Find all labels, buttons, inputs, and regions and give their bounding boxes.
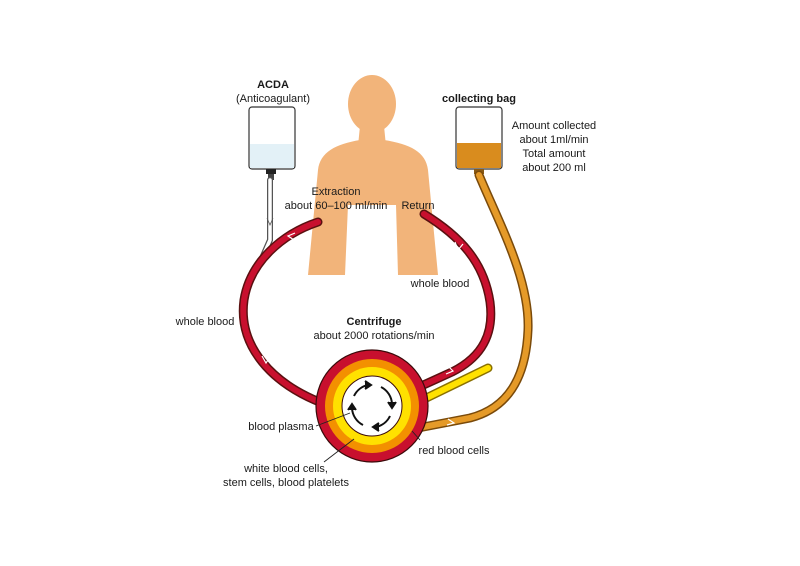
- extraction-blood-tube: [238, 217, 335, 411]
- human-body-silhouette: [308, 75, 438, 275]
- red-blood-cells-label: red blood cells: [419, 445, 490, 457]
- leader-lines: [315, 412, 421, 463]
- extraction-rate-label: about 60–100 ml/min: [285, 200, 388, 212]
- acda-bag: [248, 106, 296, 180]
- blood-plasma-label: blood plasma: [248, 421, 314, 433]
- extraction-label: Extraction: [312, 186, 361, 198]
- centrifuge: [315, 349, 429, 463]
- whole-blood-right-label: whole blood: [410, 278, 470, 290]
- flow-arrow-icon: [446, 418, 456, 426]
- collecting-bag-title: collecting bag: [442, 93, 516, 105]
- collecting-bag: [455, 106, 503, 174]
- collecting-bag-note-line: Amount collected: [512, 120, 596, 132]
- collecting-bag-note-line: about 200 ml: [522, 162, 586, 174]
- white-cells-label: white blood cells,: [243, 463, 328, 475]
- white-cells-label-line2: stem cells, blood platelets: [223, 477, 349, 489]
- red-cells-collection-tube: [413, 170, 533, 433]
- whole-blood-left-label: whole blood: [175, 316, 235, 328]
- centrifuge-title: Centrifuge: [347, 316, 402, 328]
- collecting-bag-note-line: about 1ml/min: [519, 134, 588, 146]
- flow-arrow-icon: [455, 397, 465, 406]
- collecting-bag-note-line: Total amount: [523, 148, 586, 160]
- return-blood-tube: [403, 209, 496, 397]
- flow-arrow-icon: [261, 355, 271, 365]
- centrifuge-speed-label: about 2000 rotations/min: [313, 330, 434, 342]
- acda-title: ACDA: [257, 79, 289, 91]
- acda-subtitle: (Anticoagulant): [236, 93, 310, 105]
- rotation-arrows-icon: [347, 380, 397, 432]
- flow-arrows: [261, 232, 465, 426]
- flow-arrow-icon: [286, 232, 296, 241]
- return-label: Return: [401, 200, 434, 212]
- flow-arrow-icon: [454, 241, 464, 252]
- flow-arrow-icon: [445, 365, 455, 375]
